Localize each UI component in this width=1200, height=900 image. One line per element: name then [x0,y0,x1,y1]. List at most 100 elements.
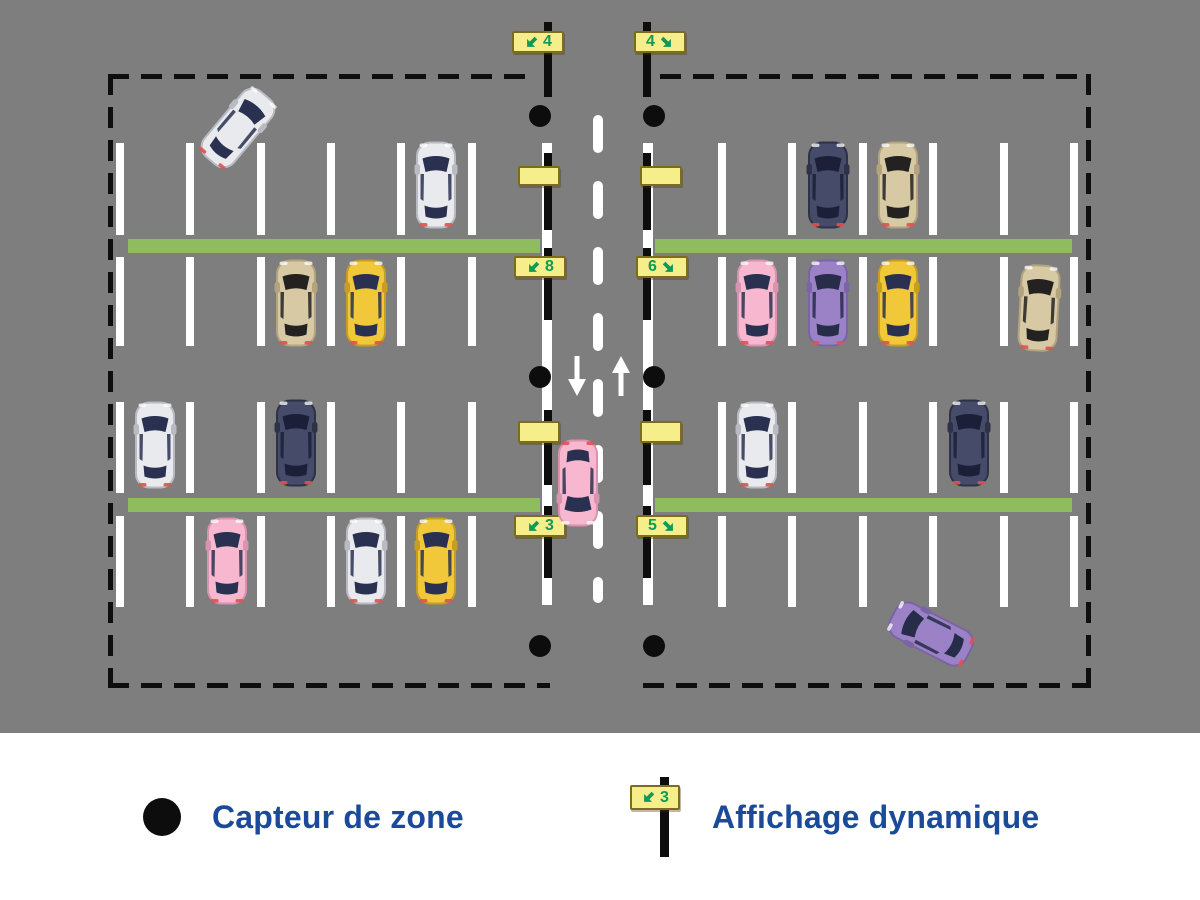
sign-pole-back-left-upper [544,153,552,230]
car-white-parked [414,141,458,229]
parking-slot-line [929,402,937,493]
sign-pole-row-right-upper [643,248,651,320]
parking-slot-line [116,402,124,493]
zone-sensor-legend-icon [143,798,181,836]
parking-slot-line [257,143,265,235]
zone-sensor-dot [529,635,551,657]
zone-sensor-dot [643,105,665,127]
zone-sensor-dot [529,105,551,127]
parking-slot-line [327,516,335,607]
road-arrow-up [611,356,631,401]
car-yellow-parked [414,517,458,605]
sign-pole-entry-left [544,22,552,97]
car-purple-parked [806,259,850,347]
parking-slot-line [257,402,265,493]
car-white-parked [735,401,779,489]
parking-slot-line [327,257,335,346]
legend-sensor-label: Capteur de zone [212,799,464,835]
car-beige-parked [274,259,318,347]
car-pink-parked [205,517,249,605]
legend-sign-number: 3 [660,788,669,806]
parking-slot-line [788,257,796,346]
green-strip [128,498,540,512]
car-navy-parked [274,399,318,487]
parking-slot-line [718,402,726,493]
legend-display-label: Affichage dynamique [712,799,1040,835]
boundary-dashed-border [108,74,537,79]
parking-slot-line [186,516,194,607]
green-arrow-icon [529,261,540,272]
parking-slot-line [257,516,265,607]
parking-slot-line [397,143,405,235]
green-arrow-icon [660,36,671,47]
parking-slot-line [397,402,405,493]
sign-pole-row-right-lower [643,506,651,578]
boundary-dashed-border [660,74,1088,79]
sign-number: 4 [543,33,552,50]
center-lane-dash [593,313,603,351]
boundary-dashed-border [643,683,1088,688]
green-strip [128,239,540,253]
parking-slot-line [1000,516,1008,607]
parking-slot-line [718,143,726,235]
car-white-moving [193,80,283,176]
parking-slot-line [929,257,937,346]
zone-sensor-dot [529,366,551,388]
parking-slot-line [327,402,335,493]
parking-slot-line [929,516,937,607]
sign-pole-row-left-lower [544,506,552,578]
parking-slot-line [929,143,937,235]
car-beige-parked [1015,263,1064,353]
car-beige-parked [876,141,920,229]
green-arrow-icon [529,520,540,531]
parking-slot-line [116,143,124,235]
parking-slot-line [859,516,867,607]
display-sign-row-right-upper: 6 [636,256,688,278]
car-purple-moving [882,594,980,673]
parking-slot-line [718,516,726,607]
parking-slot-line [468,257,476,346]
sign-number: 5 [648,517,657,534]
green-strip [655,239,1072,253]
center-lane-dash [593,445,603,483]
green-arrow-icon [527,36,538,47]
parking-slot-line [468,402,476,493]
car-white-parked [344,517,388,605]
boundary-dashed-border [1086,74,1091,688]
parking-slot-line [788,516,796,607]
display-sign-back-right-upper [640,166,682,186]
display-sign-entry-right: 4 [634,31,686,53]
green-strip [655,498,1072,512]
center-lane-dash [593,577,603,603]
parking-slot-line [468,143,476,235]
parking-slot-line [859,402,867,493]
car-yellow-parked [344,259,388,347]
sign-pole-back-right-lower [643,410,651,485]
parking-slot-line [859,257,867,346]
parking-slot-line [397,257,405,346]
display-sign-back-left-upper [518,166,560,186]
green-arrow-icon [662,261,673,272]
parking-slot-line [116,516,124,607]
zone-sensor-dot [643,366,665,388]
parking-slot-line [718,257,726,346]
car-navy-parked [947,399,991,487]
dynamic-display-legend-icon: 3 [630,775,702,859]
parking-slot-line [397,516,405,607]
sign-board: 3 [630,785,680,810]
parking-slot-line [1000,143,1008,235]
center-lane-dash [593,247,603,285]
display-sign-back-left-lower [518,421,560,443]
display-sign-row-left-upper: 8 [514,256,566,278]
parking-slot-line [1070,516,1078,607]
display-sign-entry-left: 4 [512,31,564,53]
parking-slot-line [257,257,265,346]
parking-slot-line [1000,402,1008,493]
car-pink-driving [556,439,600,527]
parking-slot-line [1000,257,1008,346]
parking-slot-line [788,402,796,493]
car-pink-parked [735,259,779,347]
green-arrow-icon [662,520,673,531]
zone-sensor-dot [643,635,665,657]
parking-slot-line [327,143,335,235]
